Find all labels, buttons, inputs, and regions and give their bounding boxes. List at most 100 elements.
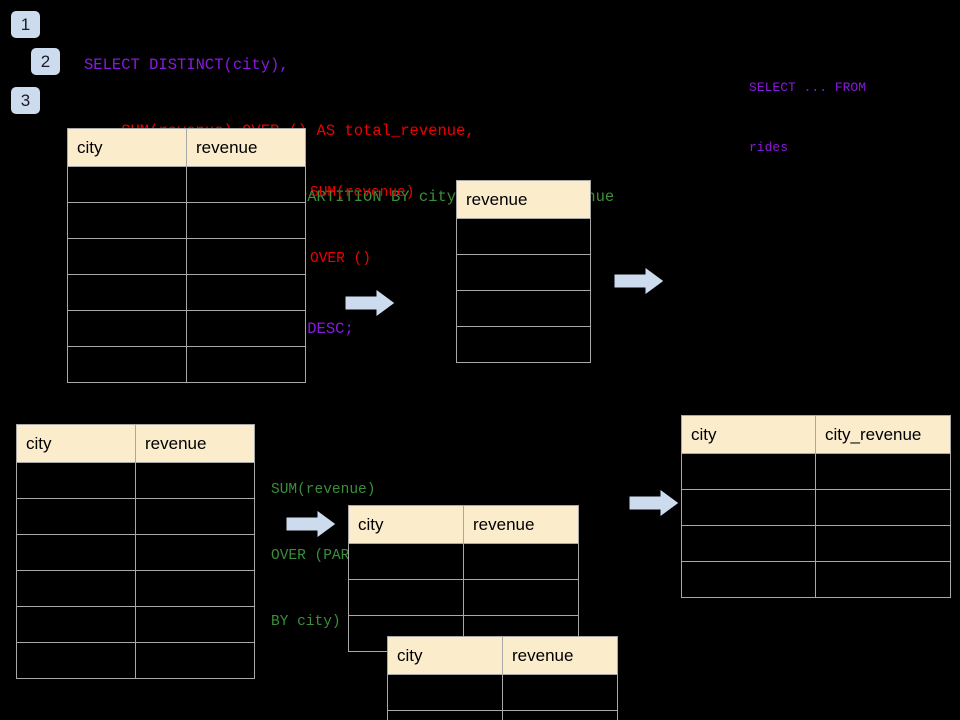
cell-revenue	[456, 218, 591, 255]
total-revenue-table: revenue	[456, 180, 591, 363]
cell-revenue	[456, 290, 591, 327]
column-header-city: city	[348, 505, 464, 544]
table-row	[681, 525, 951, 562]
cell-revenue	[456, 254, 591, 291]
cell-city	[16, 534, 136, 571]
table-row	[681, 561, 951, 598]
table-row	[456, 326, 591, 363]
column-header-revenue: revenue	[456, 180, 591, 219]
cell-city	[67, 310, 187, 347]
cell-revenue	[135, 534, 255, 571]
cell-revenue	[186, 166, 306, 203]
cell-revenue	[135, 570, 255, 607]
cell-city	[681, 453, 816, 490]
cell-revenue	[502, 710, 618, 720]
cell-city-revenue	[815, 525, 951, 562]
step-badge-1: 1	[11, 11, 40, 38]
cell-city-revenue	[815, 453, 951, 490]
table-row	[67, 346, 306, 383]
cell-city-revenue	[815, 561, 951, 598]
table-row	[16, 534, 255, 571]
column-header-city-revenue: city_revenue	[815, 415, 951, 454]
cell-city	[16, 606, 136, 643]
table-row	[387, 710, 618, 720]
table-row	[348, 543, 579, 580]
step-badge-2: 2	[31, 48, 60, 75]
cell-city	[16, 462, 136, 499]
final-result-table: city city_revenue	[681, 415, 951, 598]
column-header-revenue: revenue	[186, 128, 306, 167]
cell-city	[67, 346, 187, 383]
cell-city	[16, 570, 136, 607]
annotation-total-revenue-line-2: OVER ()	[310, 251, 371, 267]
annotation-total-revenue-line-1: SUM(revenue)	[310, 185, 415, 201]
table-body	[456, 218, 591, 363]
table-row	[67, 274, 306, 311]
cell-city	[67, 202, 187, 239]
sql-line-select: SELECT DISTINCT(city),	[84, 56, 289, 74]
rides-source-table-top: city revenue	[67, 128, 306, 383]
annotation-city-revenue-line-3: BY city)	[271, 614, 341, 630]
step-badge-3: 3	[11, 87, 40, 114]
annotation-total-revenue: SUM(revenue) OVER ()	[310, 138, 414, 314]
column-header-revenue: revenue	[135, 424, 255, 463]
table-row	[67, 202, 306, 239]
cell-revenue	[135, 606, 255, 643]
table-header-row: city revenue	[387, 636, 618, 675]
column-header-city: city	[67, 128, 187, 167]
partition-table-front: city revenue	[387, 636, 618, 720]
side-label-line-2: rides	[749, 140, 789, 155]
table-row	[456, 254, 591, 291]
table-row	[16, 462, 255, 499]
table-row	[67, 166, 306, 203]
table-body	[16, 462, 255, 679]
cell-city	[348, 543, 464, 580]
arrow-source-to-partition-icon	[285, 509, 337, 539]
cell-city	[67, 238, 187, 275]
annotation-city-revenue-line-1: SUM(revenue)	[271, 482, 376, 498]
column-header-city: city	[681, 415, 816, 454]
cell-revenue	[456, 326, 591, 363]
cell-city	[16, 642, 136, 679]
table-row	[348, 579, 579, 616]
cell-revenue	[186, 346, 306, 383]
cell-revenue	[135, 462, 255, 499]
side-label-line-1: SELECT ... FROM	[749, 80, 867, 95]
cell-revenue	[186, 238, 306, 275]
side-label-select-from: SELECT ... FROM rides	[749, 38, 866, 198]
table-header-row: city revenue	[348, 505, 579, 544]
cell-city	[387, 710, 503, 720]
table-row	[387, 674, 618, 711]
table-row	[16, 642, 255, 679]
column-header-city: city	[16, 424, 136, 463]
table-row	[681, 453, 951, 490]
cell-city	[16, 498, 136, 535]
cell-city	[387, 674, 503, 711]
table-row	[456, 218, 591, 255]
table-row	[456, 290, 591, 327]
table-row	[16, 606, 255, 643]
cell-city	[348, 579, 464, 616]
cell-revenue	[463, 579, 579, 616]
cell-revenue	[186, 202, 306, 239]
partition-table-back: city revenue	[348, 505, 579, 652]
cell-city	[67, 274, 187, 311]
table-row	[16, 498, 255, 535]
column-header-city: city	[387, 636, 503, 675]
cell-revenue	[186, 274, 306, 311]
cell-city	[67, 166, 187, 203]
table-body	[387, 674, 618, 720]
cell-revenue	[463, 543, 579, 580]
table-row	[681, 489, 951, 526]
arrow-partition-to-result-icon	[628, 488, 680, 518]
cell-city	[681, 525, 816, 562]
rides-source-table-bottom: city revenue	[16, 424, 255, 679]
table-header-row: city city_revenue	[681, 415, 951, 454]
table-header-row: city revenue	[67, 128, 306, 167]
arrow-total-to-result-icon	[613, 266, 665, 296]
cell-revenue	[135, 498, 255, 535]
table-row	[67, 310, 306, 347]
cell-city	[681, 561, 816, 598]
arrow-source-to-total-icon	[344, 288, 396, 318]
table-row	[16, 570, 255, 607]
